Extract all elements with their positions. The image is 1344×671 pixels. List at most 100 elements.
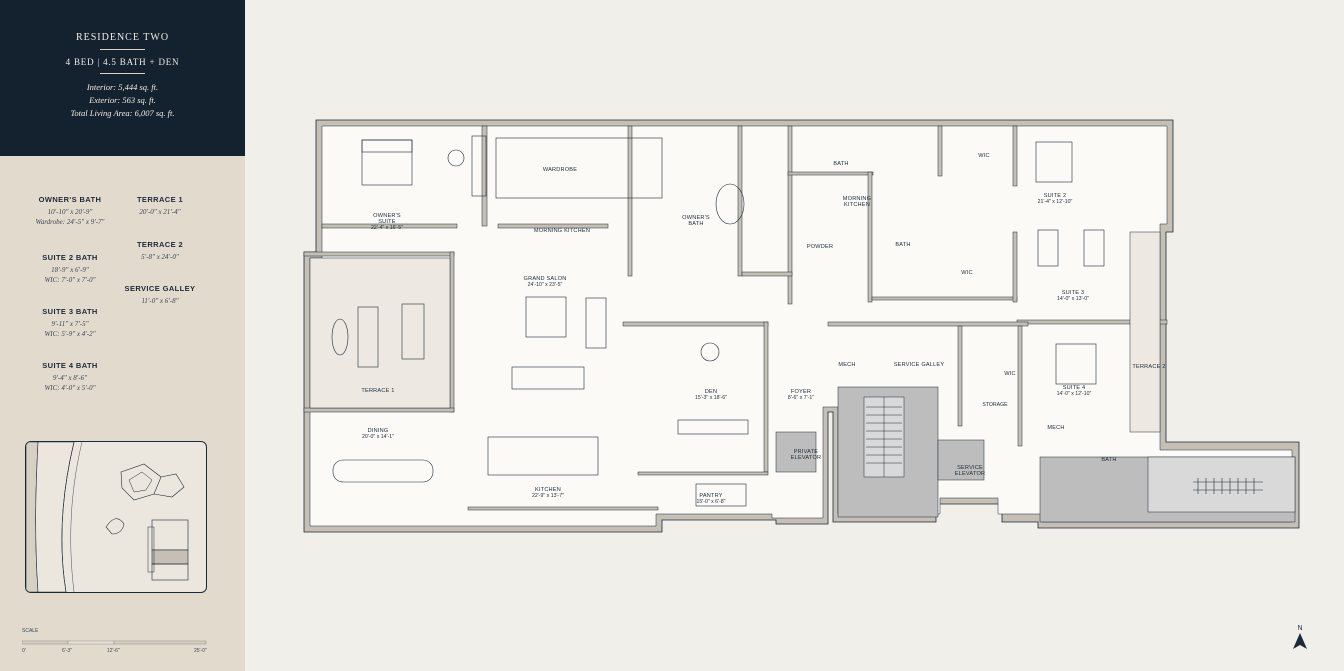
room-label: SUITE — [378, 219, 396, 225]
spec-title: TERRACE 2 — [136, 240, 184, 249]
scale-title: SCALE — [22, 628, 39, 634]
room-label: WIC — [1004, 371, 1015, 377]
room-label: DEN — [705, 389, 717, 395]
room-label: KITCHEN — [844, 202, 870, 208]
sidebar: RESIDENCE TWO 4 BED | 4.5 BATH + DEN Int… — [0, 0, 245, 671]
room-label: KITCHEN — [535, 487, 561, 493]
terrace-areas — [309, 231, 1161, 433]
room-label: STORAGE — [982, 402, 1008, 408]
furniture — [331, 135, 1105, 507]
scale-tick: 0' — [22, 648, 26, 654]
room-label: TERRACE 2 — [1132, 364, 1165, 370]
room-label: GRAND SALON — [524, 276, 567, 282]
spec-terrace2: TERRACE 2 5'-8" x 24'-0" — [110, 240, 210, 262]
total-area: Total Living Area: 6,007 sq. ft. — [70, 108, 175, 118]
interior-walls — [303, 125, 1168, 511]
exterior-area: Exterior: 563 sq. ft. — [89, 95, 156, 105]
room-label: BATH — [833, 161, 848, 167]
spec-value: 11'-0" x 6'-8" — [141, 297, 179, 305]
spec-value: WIC: 4'-0" x 5'-0" — [44, 384, 96, 392]
spec-value: 10'-10" x 20'-9" — [47, 208, 93, 216]
spec-title: SUITE 2 BATH — [42, 253, 98, 262]
room-dimension: 24'-10" x 23'-5" — [528, 282, 563, 288]
key-plan-map — [25, 441, 207, 593]
spec-value: 20'-0" x 21'-4" — [139, 208, 181, 216]
scale-graphic — [22, 640, 207, 645]
scale-bar: SCALE 0' 6'-3" 12'-6" 25'-0" — [22, 628, 212, 658]
room-label: FOYER — [791, 389, 811, 395]
room-label: ELEVATOR — [791, 455, 822, 461]
scale-tick: 25'-0" — [194, 648, 207, 654]
room-dimension: 8'-6" x 7'-1" — [788, 395, 814, 401]
spec-value: WIC: 5'-9" x 4'-2" — [44, 330, 96, 338]
room-label: PRIVATE — [794, 449, 819, 455]
room-label: WIC — [961, 270, 972, 276]
room-label: DINING — [368, 428, 389, 434]
room-label: SUITE 3 — [1062, 290, 1085, 296]
bed-icon — [1035, 141, 1073, 183]
sofa-icon — [585, 297, 607, 349]
room-label: POWDER — [807, 244, 833, 250]
sofa-icon — [511, 366, 585, 390]
room-dimension: 14'-0" x 12'-10" — [1057, 391, 1092, 397]
room-dimension: 22'-4" x 16'-5" — [371, 225, 403, 231]
dining-table-icon — [332, 459, 434, 483]
room-dimension: 15'-3" x 18'-6" — [695, 395, 727, 401]
room-label: SUITE 4 — [1063, 385, 1086, 391]
room-labels: WARDROBE OWNER'S SUITE 22'-4" x 16'-5" M… — [361, 153, 1165, 505]
room-label: OWNER'S — [373, 213, 401, 219]
spec-title: TERRACE 1 — [136, 195, 184, 204]
spec-value: WIC: 7'-0" x 7'-0" — [44, 276, 96, 284]
room-label: MORNING KITCHEN — [534, 228, 590, 234]
north-arrow-icon — [1293, 633, 1307, 649]
spec-title: SUITE 3 BATH — [42, 307, 98, 316]
bathtub-icon — [715, 183, 745, 225]
spec-value: 9'-4" x 8'-6" — [52, 374, 88, 382]
spec-owners-bath: OWNER'S BATH 10'-10" x 20'-9" Wardrobe: … — [15, 195, 125, 227]
residence-header: RESIDENCE TWO 4 BED | 4.5 BATH + DEN Int… — [0, 0, 245, 156]
spec-value: 18'-9" x 6'-9" — [51, 266, 89, 274]
floor-plan: WARDROBE OWNER'S SUITE 22'-4" x 16'-5" M… — [303, 119, 1300, 533]
scale-tick: 6'-3" — [62, 648, 72, 654]
north-label: N — [1297, 625, 1303, 632]
spec-suite3-bath: SUITE 3 BATH 9'-11" x 7'-5" WIC: 5'-9" x… — [15, 307, 125, 339]
room-dimension: 15'-0" x 6'-8" — [696, 499, 725, 505]
room-label: SUITE 2 — [1044, 193, 1067, 199]
room-label: MORNING — [843, 196, 871, 202]
room-label: TERRACE 1 — [361, 388, 394, 394]
room-label: WIC — [978, 153, 989, 159]
kitchen-island-icon — [487, 436, 599, 476]
room-label: SERVICE GALLEY — [894, 362, 945, 368]
spec-title: OWNER'S BATH — [38, 195, 102, 204]
room-dimension: 21'-4" x 12'-10" — [1038, 199, 1073, 205]
scale-tick: 12'-6" — [107, 648, 120, 654]
north-arrow: N — [1290, 625, 1310, 655]
residence-title: RESIDENCE TWO — [75, 32, 170, 43]
header-divider — [100, 49, 145, 50]
room-label: PANTRY — [699, 493, 722, 499]
room-label: BATH — [688, 221, 703, 227]
room-label: BATH — [1101, 457, 1116, 463]
room-label: ELEVATOR — [955, 471, 986, 477]
spec-service-galley: SERVICE GALLEY 11'-0" x 6'-8" — [110, 284, 210, 306]
spec-suite4-bath: SUITE 4 BATH 9'-4" x 8'-6" WIC: 4'-0" x … — [15, 361, 125, 393]
header-divider — [100, 73, 145, 74]
spec-value: 5'-8" x 24'-0" — [141, 253, 179, 261]
room-label: WARDROBE — [543, 167, 577, 173]
room-dimension: 20'-0" x 14'-1" — [362, 434, 394, 440]
interior-area: Interior: 5,444 sq. ft. — [86, 82, 159, 92]
room-label: SERVICE — [957, 465, 983, 471]
room-dimension: 14'-0" x 13'-0" — [1057, 296, 1089, 302]
room-label: MECH — [1047, 425, 1064, 431]
spec-value: 9'-11" x 7'-5" — [51, 320, 89, 328]
spec-terrace1: TERRACE 1 20'-0" x 21'-4" — [110, 195, 210, 217]
spec-title: SUITE 4 BATH — [42, 361, 98, 370]
residence-subtitle: 4 BED | 4.5 BATH + DEN — [65, 57, 180, 67]
shafts-and-stairs — [775, 386, 1296, 523]
room-label: OWNER'S — [682, 215, 710, 221]
dining-table-icon — [401, 303, 425, 360]
key-plan-drawing — [26, 442, 189, 592]
room-label: BATH — [895, 242, 910, 248]
spec-suite2-bath: SUITE 2 BATH 18'-9" x 6'-9" WIC: 7'-0" x… — [15, 253, 125, 285]
spec-title: SERVICE GALLEY — [124, 284, 196, 293]
